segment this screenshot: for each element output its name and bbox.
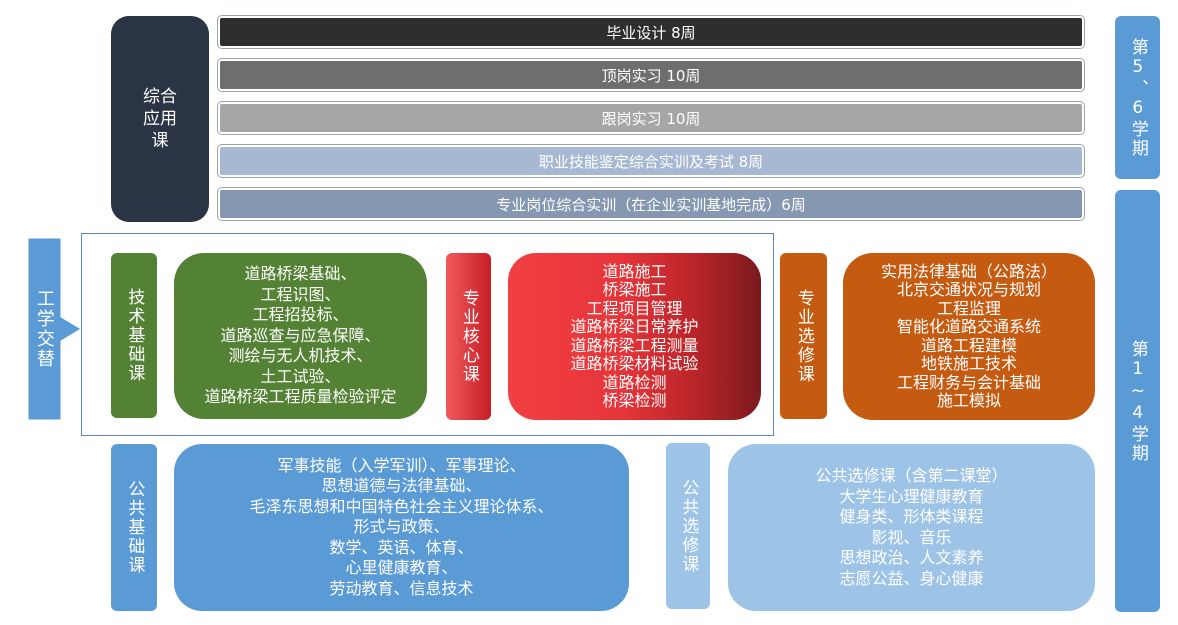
bar-follow-internship: 跟岗实习 10周 xyxy=(217,101,1085,135)
elective-label: 专业选修课 xyxy=(793,288,814,384)
course-item: 毛泽东思想和中国特色社会主义理论体系、 xyxy=(249,496,554,516)
course-item: 志愿公益、身心健康 xyxy=(839,568,984,588)
bar-post-internship: 顶岗实习 10周 xyxy=(217,58,1085,92)
course-item: 道路检测 xyxy=(602,372,667,392)
public-elective-course-list: 公共选修课（含第二课堂） 大学生心理健康教育 健身类、形体类课程 影视、音乐 思… xyxy=(815,466,1007,589)
course-item: 桥梁施工 xyxy=(602,280,667,299)
course-item: 工程招投标、 xyxy=(252,305,349,325)
comprehensive-category-label: 综合应用课 xyxy=(143,87,177,151)
bar-label: 毕业设计 8周 xyxy=(606,23,696,42)
course-item: 测绘与无人机技术、 xyxy=(228,346,373,366)
public-base-courses: 军事技能（入学军训）、军事理论、 思想道德与法律基础、 毛泽东思想和中国特色社会… xyxy=(174,444,629,611)
work-study-arrow xyxy=(27,237,82,421)
bar-post-training: 专业岗位综合实训（在企业实训基地完成）6周 xyxy=(217,187,1085,221)
course-item: 桥梁检测 xyxy=(602,391,667,410)
core-category: 专业核心课 xyxy=(446,253,491,420)
core-label: 专业核心课 xyxy=(458,289,479,384)
core-course-list: 道路施工 桥梁施工 工程项目管理 道路桥梁日常养护 道路桥梁工程测量 道路桥梁材… xyxy=(570,261,699,411)
bar-graduation-design: 毕业设计 8周 xyxy=(217,15,1085,49)
elective-courses: 实用法律基础（公路法） 北京交通状况与规划 工程监理 智能化道路交通系统 道路工… xyxy=(843,253,1095,420)
bar-label: 职业技能鉴定综合实训及考试 8周 xyxy=(538,152,764,171)
course-item: 工程财务与会计基础 xyxy=(896,372,1041,392)
bar-label: 跟岗实习 10周 xyxy=(601,109,701,128)
public-base-category: 公共基础课 xyxy=(111,444,157,611)
course-item: 北京交通状况与规划 xyxy=(896,280,1041,299)
course-item: 施工模拟 xyxy=(936,391,1001,410)
course-item: 道路桥梁工程质量检验评定 xyxy=(204,387,397,407)
tech-base-course-list: 道路桥梁基础、 工程识图、 工程招投标、 道路巡查与应急保障、 测绘与无人机技术… xyxy=(204,264,396,408)
course-item: 工程识图、 xyxy=(260,284,341,304)
course-item: 道路施工 xyxy=(602,261,667,281)
public-elective-category: 公共选修课 xyxy=(666,443,710,609)
work-study-label-box: 工学交替 xyxy=(28,238,60,420)
public-elective-label: 公共选修课 xyxy=(678,478,699,574)
bar-label: 专业岗位综合实训（在企业实训基地完成）6周 xyxy=(496,195,806,214)
semester-5-6-label: 第5、6学期 xyxy=(1127,37,1148,158)
course-item: 大学生心理健康教育 xyxy=(839,486,984,506)
course-item: 劳动教育、信息技术 xyxy=(329,578,474,598)
course-item: 军事技能（入学军训）、军事理论、 xyxy=(277,455,526,475)
comprehensive-category: 综合应用课 xyxy=(111,16,209,222)
course-item: 实用法律基础（公路法） xyxy=(880,261,1057,281)
tech-base-category: 技术基础课 xyxy=(111,253,157,418)
semester-1-4: 第1~4学期 xyxy=(1115,190,1160,612)
course-item: 智能化道路交通系统 xyxy=(896,317,1041,336)
tech-base-label: 技术基础课 xyxy=(124,288,145,383)
course-item: 地铁施工技术 xyxy=(920,354,1017,373)
elective-course-list: 实用法律基础（公路法） 北京交通状况与规划 工程监理 智能化道路交通系统 道路工… xyxy=(880,261,1057,411)
bar-label: 顶岗实习 10周 xyxy=(601,66,701,85)
course-item: 土工试验、 xyxy=(260,366,341,386)
bar-skill-appraisal: 职业技能鉴定综合实训及考试 8周 xyxy=(217,144,1085,178)
course-item: 思想政治、人文素养 xyxy=(839,548,984,567)
course-item: 道路工程建模 xyxy=(920,335,1017,355)
public-elective-courses: 公共选修课（含第二课堂） 大学生心理健康教育 健身类、形体类课程 影视、音乐 思… xyxy=(728,444,1095,611)
semester-5-6: 第5、6学期 xyxy=(1115,16,1160,179)
course-item: 健身类、形体类课程 xyxy=(839,507,984,526)
public-base-course-list: 军事技能（入学军训）、军事理论、 思想道德与法律基础、 毛泽东思想和中国特色社会… xyxy=(249,456,553,600)
semester-1-4-label: 第1~4学期 xyxy=(1127,339,1148,463)
tech-base-courses: 道路桥梁基础、 工程识图、 工程招投标、 道路巡查与应急保障、 测绘与无人机技术… xyxy=(174,253,427,419)
work-study-label: 工学交替 xyxy=(33,289,55,369)
core-courses: 道路施工 桥梁施工 工程项目管理 道路桥梁日常养护 道路桥梁工程测量 道路桥梁材… xyxy=(508,253,761,420)
course-item: 工程项目管理 xyxy=(586,298,683,318)
course-item: 思想道德与法律基础、 xyxy=(321,476,482,496)
course-item: 道路桥梁基础、 xyxy=(244,264,357,284)
elective-category: 专业选修课 xyxy=(780,253,827,419)
course-item: 道路桥梁日常养护 xyxy=(570,317,699,336)
course-item: 道路巡查与应急保障、 xyxy=(220,325,381,345)
course-item: 工程监理 xyxy=(936,298,1001,318)
course-item: 数学、英语、体育、 xyxy=(329,537,474,557)
course-item: 形式与政策、 xyxy=(353,517,450,537)
course-item: 心里健康教育、 xyxy=(345,558,458,578)
public-base-label: 公共基础课 xyxy=(124,480,145,575)
course-item: 道路桥梁材料试验 xyxy=(570,354,699,373)
course-item: 公共选修课（含第二课堂） xyxy=(815,466,1008,485)
professional-frame xyxy=(81,233,774,436)
course-item: 道路桥梁工程测量 xyxy=(570,335,699,355)
course-item: 影视、音乐 xyxy=(871,527,952,547)
